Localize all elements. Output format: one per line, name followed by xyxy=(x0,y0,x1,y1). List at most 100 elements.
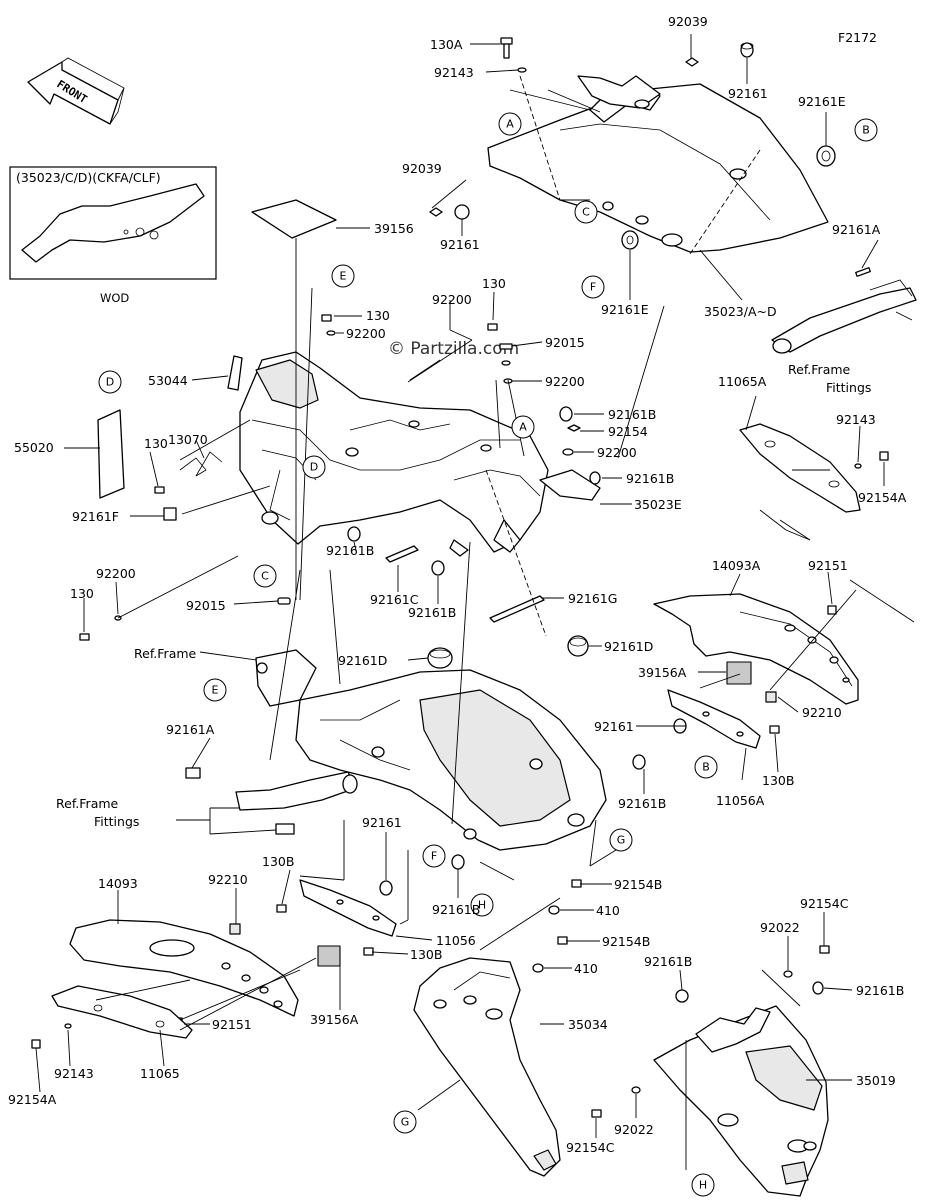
strip-92161C xyxy=(385,545,419,563)
label-130-d: 130 xyxy=(70,586,94,601)
grommet-92161E-bottom xyxy=(621,230,639,250)
washer-92200-a xyxy=(326,330,336,336)
svg-text:F: F xyxy=(590,281,596,294)
svg-text:F: F xyxy=(431,850,437,863)
grommet-92161B-c xyxy=(347,526,361,542)
inset-caption: WOD xyxy=(100,291,129,305)
label-92151-right: 92151 xyxy=(808,558,848,573)
ref-f-2: F xyxy=(422,844,446,868)
inset-box: (35023/C/D)(CKFA/CLF) WOD xyxy=(9,166,217,305)
rear-fender-35023 xyxy=(487,75,829,253)
bolt-130-b xyxy=(487,323,498,331)
bolt-92154A-left xyxy=(31,1039,41,1049)
label-35023E: 35023E xyxy=(634,497,682,512)
grommet-92161-lower xyxy=(379,880,393,896)
label-11056A: 11056A xyxy=(716,793,765,808)
label-14093A: 14093A xyxy=(712,558,761,573)
svg-text:A: A xyxy=(519,421,527,434)
label-39156A-left: 39156A xyxy=(310,1012,359,1027)
label-92154B-b: 92154B xyxy=(602,934,650,949)
svg-text:E: E xyxy=(340,270,347,283)
washer-92143a xyxy=(517,67,527,73)
grommet-92161D-right xyxy=(567,635,589,657)
side-cover-14093 xyxy=(69,919,299,1017)
part-labels: 130A 92039 92143 92161 92161E 92039 9216… xyxy=(8,14,907,1155)
label-92161E-bottom: 92161E xyxy=(601,302,649,317)
reflector-11065A xyxy=(739,423,861,513)
label-13070: 13070 xyxy=(168,432,208,447)
label-92161C: 92161C xyxy=(370,592,419,607)
label-92161-right: 92161 xyxy=(594,719,634,734)
label-92161E-top: 92161E xyxy=(798,94,846,109)
ref-h-1: H xyxy=(470,893,494,917)
bolt-92151-right xyxy=(827,605,837,615)
label-92143-right: 92143 xyxy=(836,412,876,427)
label-39156A-right: 39156A xyxy=(638,665,687,680)
bolt-92154B-b xyxy=(557,936,568,945)
inset-fender-part xyxy=(21,183,205,263)
wire-13070 xyxy=(179,451,223,477)
bolt-92154C-a xyxy=(819,945,830,954)
grommet-92161B-d xyxy=(431,560,445,576)
strip-92161G xyxy=(489,595,545,623)
plate-55020 xyxy=(97,409,125,499)
label-92039-left: 92039 xyxy=(402,161,442,176)
svg-text:A: A xyxy=(506,118,514,131)
label-55020: 55020 xyxy=(14,440,54,455)
inner-fender-35034 xyxy=(413,957,561,1177)
grommet-92161-left xyxy=(454,204,470,220)
svg-text:C: C xyxy=(582,206,590,219)
label-92161-left: 92161 xyxy=(440,237,480,252)
ref-frame-label-left-2: Fittings xyxy=(94,814,139,829)
label-130-b: 130 xyxy=(482,276,506,291)
svg-text:C: C xyxy=(261,570,269,583)
label-92161B-c: 92161B xyxy=(326,543,374,558)
grommet-92161B-f xyxy=(451,854,465,870)
label-14093: 14093 xyxy=(98,876,138,891)
ref-a-1: A xyxy=(498,112,522,136)
label-130A: 130A xyxy=(430,37,463,52)
label-130B-lower-b: 130B xyxy=(410,947,442,962)
svg-text:D: D xyxy=(106,376,114,389)
bolt-130B-lower-b xyxy=(363,947,374,956)
label-92210-right: 92210 xyxy=(802,705,842,720)
svg-text:E: E xyxy=(212,684,219,697)
svg-text:G: G xyxy=(401,1116,410,1129)
ref-frame-label-right-1: Ref.Frame xyxy=(788,362,851,377)
label-92161B-a: 92161B xyxy=(608,407,656,422)
label-92015-b: 92015 xyxy=(186,598,226,613)
bolt-130-a xyxy=(321,314,332,322)
label-92154C-a: 92154C xyxy=(800,896,849,911)
label-92039-top: 92039 xyxy=(668,14,708,29)
figure-id: F2172 xyxy=(838,30,877,45)
rear-frame-upper xyxy=(239,351,601,557)
grommet-92161B-g xyxy=(675,989,689,1003)
label-39156: 39156 xyxy=(374,221,414,236)
nut-92154 xyxy=(567,424,581,432)
bolt-130a xyxy=(500,37,513,59)
label-92151-left: 92151 xyxy=(212,1017,252,1032)
bracket-11056A xyxy=(667,689,761,749)
ref-frame-label-left-1: Ref.Frame xyxy=(56,796,119,811)
ref-frame-labels: Ref.Frame Fittings Ref.Frame Ref.Frame F… xyxy=(56,362,871,829)
grommet-92161B-e xyxy=(632,754,646,770)
grommet-92161B-h xyxy=(812,981,824,995)
washer-92200-b xyxy=(501,360,511,366)
ref-e-1: E xyxy=(331,264,355,288)
label-92143-top: 92143 xyxy=(434,65,474,80)
clip-92015-lower xyxy=(277,597,291,605)
label-92200-c: 92200 xyxy=(545,374,585,389)
label-92200-a: 92200 xyxy=(346,326,386,341)
label-130B-right: 130B xyxy=(762,773,794,788)
label-92161B-d: 92161B xyxy=(408,605,456,620)
bolt-92154C-b xyxy=(591,1109,602,1118)
label-35034: 35034 xyxy=(568,1017,608,1032)
label-53044: 53044 xyxy=(148,373,188,388)
label-92161B-g: 92161B xyxy=(644,954,692,969)
rear-subframe xyxy=(255,649,607,851)
label-11056: 11056 xyxy=(436,933,476,948)
washer-92143-right xyxy=(854,463,862,469)
strip-53044 xyxy=(227,355,243,391)
washer-92200-e xyxy=(562,448,574,456)
